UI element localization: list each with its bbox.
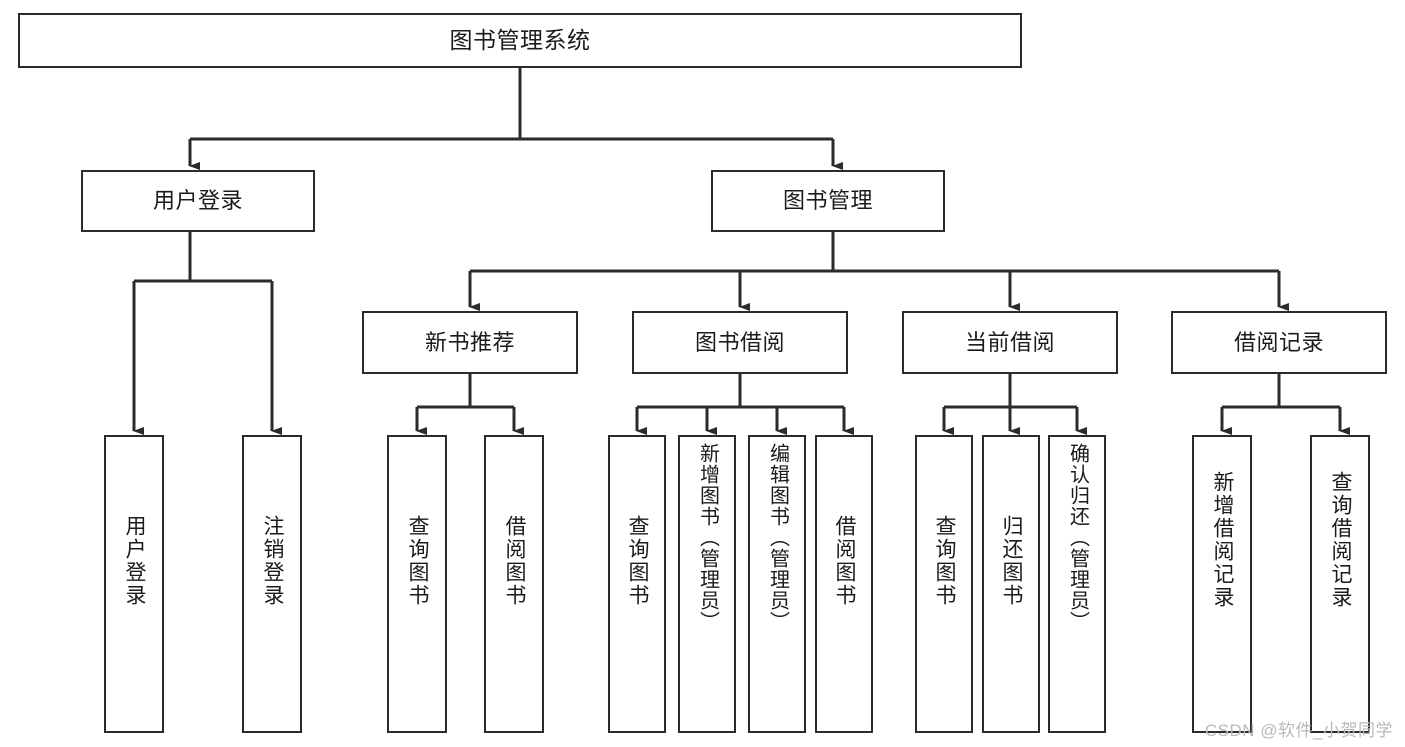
node-root-label: 图书管理系统 (449, 26, 591, 53)
node-borrow-record-label: 借阅记录 (1233, 329, 1324, 355)
node-borrow-record[interactable]: 借阅记录 (1171, 311, 1387, 374)
node-leaf-user-logout[interactable]: 注销登录 (242, 435, 302, 733)
node-leaf-add-book[interactable]: 新增图书（管理员） (678, 435, 736, 733)
node-book-borrow-label: 图书借阅 (694, 329, 785, 355)
node-new-book-recommend-label: 新书推荐 (424, 329, 515, 355)
node-root[interactable]: 图书管理系统 (18, 13, 1022, 68)
node-leaf-add-record[interactable]: 新增借阅记录 (1192, 435, 1252, 733)
node-leaf-confirm-return-label: 确认归还（管理员） (1066, 443, 1089, 632)
node-new-book-recommend[interactable]: 新书推荐 (362, 311, 578, 374)
node-leaf-query-book-1-label: 查询图书 (406, 515, 430, 607)
csdn-watermark: CSDN @软件_小贺同学 (1204, 721, 1393, 740)
node-leaf-query-book-3-label: 查询图书 (933, 515, 957, 607)
node-leaf-query-record-label: 查询借阅记录 (1329, 471, 1353, 609)
node-leaf-query-book-3[interactable]: 查询图书 (915, 435, 973, 733)
node-leaf-edit-book-label: 编辑图书（管理员） (766, 443, 789, 632)
node-leaf-return-book-label: 归还图书 (1000, 515, 1024, 607)
node-leaf-query-book-1[interactable]: 查询图书 (387, 435, 447, 733)
node-current-borrow[interactable]: 当前借阅 (902, 311, 1118, 374)
node-leaf-user-logout-label: 注销登录 (261, 515, 285, 607)
node-user-login-label: 用户登录 (152, 188, 243, 214)
node-leaf-add-book-label: 新增图书（管理员） (696, 443, 719, 632)
node-leaf-return-book[interactable]: 归还图书 (982, 435, 1040, 733)
node-leaf-query-book-2[interactable]: 查询图书 (608, 435, 666, 733)
node-leaf-add-record-label: 新增借阅记录 (1211, 471, 1235, 609)
node-leaf-confirm-return[interactable]: 确认归还（管理员） (1048, 435, 1106, 733)
node-leaf-user-login-label: 用户登录 (123, 515, 147, 607)
node-book-manage-label: 图书管理 (782, 188, 873, 214)
node-leaf-edit-book[interactable]: 编辑图书（管理员） (748, 435, 806, 733)
node-leaf-user-login[interactable]: 用户登录 (104, 435, 164, 733)
node-book-borrow[interactable]: 图书借阅 (632, 311, 848, 374)
node-book-manage[interactable]: 图书管理 (711, 170, 945, 232)
node-leaf-borrow-book-2-label: 借阅图书 (833, 515, 857, 607)
node-leaf-borrow-book-2[interactable]: 借阅图书 (815, 435, 873, 733)
node-leaf-borrow-book-1[interactable]: 借阅图书 (484, 435, 544, 733)
node-current-borrow-label: 当前借阅 (964, 329, 1055, 355)
node-user-login[interactable]: 用户登录 (81, 170, 315, 232)
node-leaf-query-record[interactable]: 查询借阅记录 (1310, 435, 1370, 733)
node-leaf-query-book-2-label: 查询图书 (626, 515, 650, 607)
node-leaf-borrow-book-1-label: 借阅图书 (503, 515, 527, 607)
